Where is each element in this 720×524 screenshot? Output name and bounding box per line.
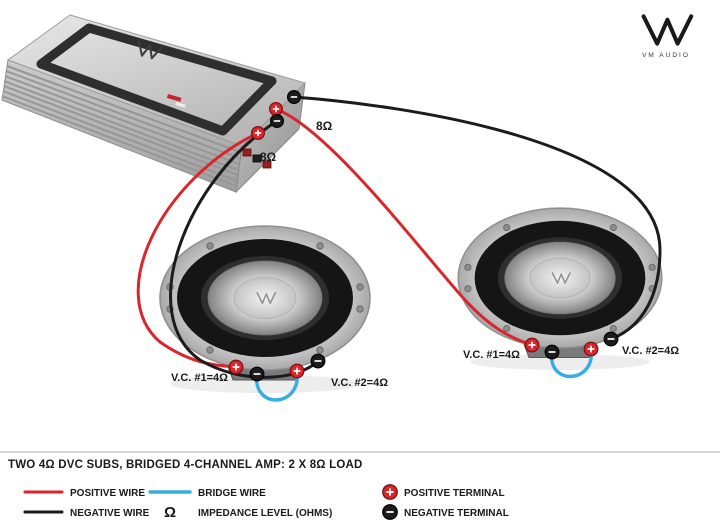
- legend-impedance-symbol: Ω: [164, 504, 176, 521]
- amp-badge-white: [175, 102, 186, 108]
- legend-negative-terminal-icon: [381, 503, 399, 521]
- subwoofer-right: [458, 208, 662, 357]
- amp-ch-b-impedance-label: 8Ω: [260, 150, 277, 164]
- legend-positive-terminal-icon: [381, 483, 399, 501]
- legend-negative-terminal: NEGATIVE TERMINAL: [404, 508, 509, 519]
- sub2-vc1-positive-terminal: [524, 337, 540, 353]
- subwoofer-left: [160, 226, 370, 380]
- legend-negative-wire: NEGATIVE WIRE: [70, 508, 150, 519]
- legend-positive-wire: POSITIVE WIRE: [70, 488, 145, 499]
- positive-wire-amp-to-sub2: [274, 107, 534, 347]
- sub2-vc2-negative-terminal: [603, 331, 619, 347]
- sub1-vc1-positive-terminal: [228, 359, 244, 375]
- legend-positive-terminal: POSITIVE TERMINAL: [404, 488, 505, 499]
- amplifier: [1, 14, 306, 194]
- bridge-wire-sub1: [255, 369, 299, 402]
- legend-impedance-label: IMPEDANCE LEVEL (OHMS): [198, 508, 332, 519]
- vm-logo-icon: [644, 16, 692, 43]
- sub1-vc2-label: V.C. #2=4Ω: [331, 377, 388, 389]
- sub2-vc2-positive-terminal: [583, 341, 599, 357]
- bridge-wire-sub2: [550, 347, 593, 379]
- amp-connectors: [242, 148, 272, 169]
- wires: [136, 95, 662, 402]
- sub2-shadow: [470, 354, 650, 370]
- legend: TWO 4Ω DVC SUBS, BRIDGED 4-CHANNEL AMP: …: [0, 451, 720, 521]
- amp-ch-b-negative-terminal: [269, 113, 285, 129]
- sub2-vc2-label: V.C. #2=4Ω: [622, 345, 679, 357]
- amp-ch-a-negative-terminal: [286, 89, 302, 105]
- amp-top-face: [6, 14, 306, 147]
- amp-ch-b-positive-terminal: [250, 125, 266, 141]
- sub1-vc2-positive-terminal: [289, 363, 305, 379]
- sub2-vc1-negative-terminal: [544, 344, 560, 360]
- amp-top-panel: [36, 23, 277, 136]
- sub1-vc1-negative-terminal: [249, 366, 265, 382]
- sub1-vc1-label: V.C. #1=4Ω: [171, 372, 228, 384]
- vm-audio-logo: VM AUDIO: [642, 16, 691, 59]
- negative-wire-amp-to-sub1: [169, 119, 320, 379]
- sub1-vc2-negative-terminal: [310, 353, 326, 369]
- brand-name: VM AUDIO: [642, 52, 690, 59]
- sub2-vc1-label: V.C. #1=4Ω: [463, 349, 520, 361]
- diagram-title: TWO 4Ω DVC SUBS, BRIDGED 4-CHANNEL AMP: …: [8, 459, 363, 471]
- amp-ch-a-impedance-label: 8Ω: [316, 119, 333, 133]
- sub1-shadow: [170, 375, 360, 393]
- amp-heatsink-fins: [1, 65, 241, 187]
- amp-badge-red: [166, 94, 182, 102]
- negative-wire-amp-to-sub2: [292, 95, 662, 341]
- amp-ch-a-positive-terminal: [268, 101, 284, 117]
- legend-bridge-wire: BRIDGE WIRE: [198, 488, 266, 499]
